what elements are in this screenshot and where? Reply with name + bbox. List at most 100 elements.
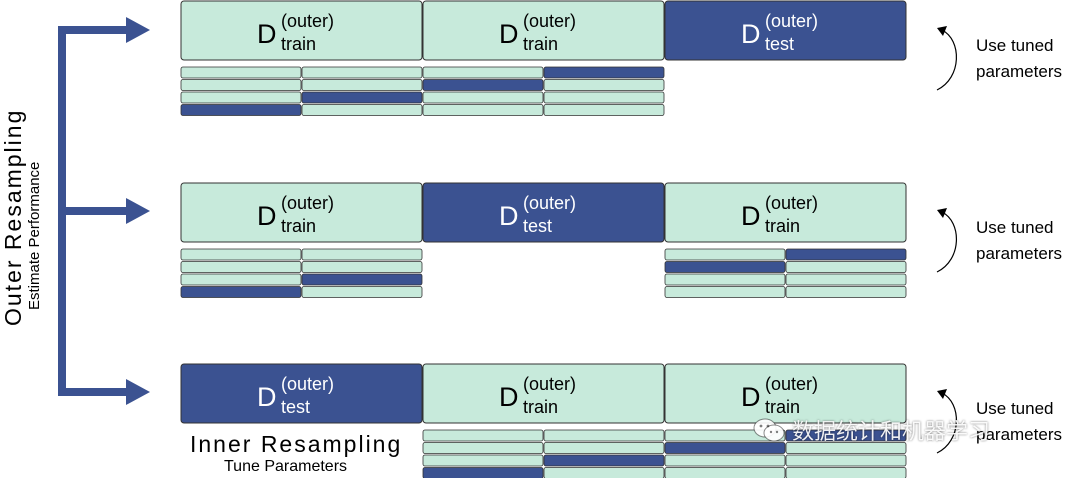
inner-cell [664, 261, 786, 273]
block-label-train: train [765, 216, 800, 236]
inner-cell [664, 273, 786, 286]
inner-cell [301, 91, 423, 104]
inner-cell [301, 79, 423, 91]
block-label-d: D [257, 19, 277, 49]
curved-arrow-head-3 [937, 389, 947, 399]
inner-cell [785, 248, 907, 261]
block-label-train: train [281, 216, 316, 236]
block-label-test: test [523, 216, 552, 236]
block-label-d: D [741, 382, 761, 412]
watermark-text: 数据统计和机器学习 [792, 420, 991, 445]
curved-arrow-head-1 [937, 26, 947, 36]
curved-arrow-1 [936, 29, 957, 91]
inner-cell [180, 286, 302, 298]
outer-block-train [180, 182, 423, 243]
inner-cell [180, 248, 302, 261]
inner-cell [301, 273, 423, 286]
outer-block-train [664, 182, 907, 243]
inner-cell [785, 454, 907, 467]
block-label-train: train [281, 34, 316, 54]
block-label-d: D [499, 19, 519, 49]
inner-cell [543, 467, 665, 478]
inner-cell [422, 66, 544, 79]
inner-folds [664, 429, 907, 478]
block-label-train: train [765, 397, 800, 417]
block-label-outer: (outer) [281, 374, 334, 394]
block-label-d: D [499, 201, 519, 231]
outer-arrow-head-3 [126, 379, 150, 405]
block-label-train: train [523, 34, 558, 54]
inner-resampling-subtitle: Tune Parameters [224, 458, 348, 475]
inner-folds [422, 429, 665, 478]
inner-cell [422, 104, 544, 116]
block-label-test: test [765, 34, 794, 54]
block-label-outer: (outer) [765, 11, 818, 31]
wechat-icon [753, 418, 785, 442]
inner-cell [180, 273, 302, 286]
inner-cell [543, 91, 665, 104]
block-label-d: D [741, 19, 761, 49]
side-note-line2: parameters [976, 62, 1062, 81]
inner-cell [543, 442, 665, 454]
side-note-line1: Use tuned [976, 218, 1054, 237]
outer-block-test [664, 0, 907, 61]
block-label-outer: (outer) [765, 374, 818, 394]
outer-resampling-title: Outer Resampling [0, 108, 26, 326]
inner-cell [422, 429, 544, 442]
side-note-line2: parameters [976, 425, 1062, 444]
block-label-test: test [281, 397, 310, 417]
outer-resampling-subtitle: Estimate Performance [26, 161, 43, 310]
inner-cell [422, 442, 544, 454]
inner-resampling-title: Inner Resampling [190, 431, 403, 457]
side-note-line1: Use tuned [976, 399, 1054, 418]
outer-block-train [422, 0, 665, 61]
inner-cell [785, 273, 907, 286]
inner-cell [422, 454, 544, 467]
inner-cell [543, 79, 665, 91]
inner-cell [543, 454, 665, 467]
inner-cell [301, 286, 423, 298]
inner-cell [301, 66, 423, 79]
inner-folds [180, 248, 423, 298]
curved-arrow-head-2 [937, 208, 947, 218]
inner-resampling-label: Inner Resampling Tune Parameters [190, 431, 402, 476]
side-note-2: Use tuned parameters [976, 215, 1062, 267]
block-label-d: D [499, 382, 519, 412]
inner-cell [422, 467, 544, 478]
inner-cell [664, 454, 786, 467]
inner-cell [664, 248, 786, 261]
block-label-d: D [257, 382, 277, 412]
outer-arrow-head-2 [126, 198, 150, 224]
outer-arrow-head-1 [126, 17, 150, 43]
inner-cell [180, 66, 302, 79]
curved-arrow-3 [936, 392, 957, 454]
block-label-outer: (outer) [281, 193, 334, 213]
side-note-line2: parameters [976, 244, 1062, 263]
block-label-outer: (outer) [281, 11, 334, 31]
block-label-d: D [257, 201, 277, 231]
inner-cell [301, 104, 423, 116]
inner-cell [422, 91, 544, 104]
watermark: 数据统计和机器学习 [752, 415, 990, 445]
inner-cell [180, 91, 302, 104]
curved-arrow-2 [936, 211, 957, 273]
inner-cell [180, 104, 302, 116]
inner-cell [785, 467, 907, 478]
inner-cell [664, 429, 786, 442]
outer-arrows [58, 17, 150, 405]
outer-block-train [422, 363, 665, 424]
outer-block-train [664, 363, 907, 424]
outer-resampling-label: Outer Resampling Estimate Performance [0, 109, 44, 326]
inner-cell [543, 429, 665, 442]
side-note-3: Use tuned parameters [976, 396, 1062, 448]
inner-cell [785, 261, 907, 273]
inner-cell [785, 286, 907, 298]
inner-cell [301, 248, 423, 261]
outer-block-test [422, 182, 665, 243]
side-note-1: Use tuned parameters [976, 33, 1062, 85]
